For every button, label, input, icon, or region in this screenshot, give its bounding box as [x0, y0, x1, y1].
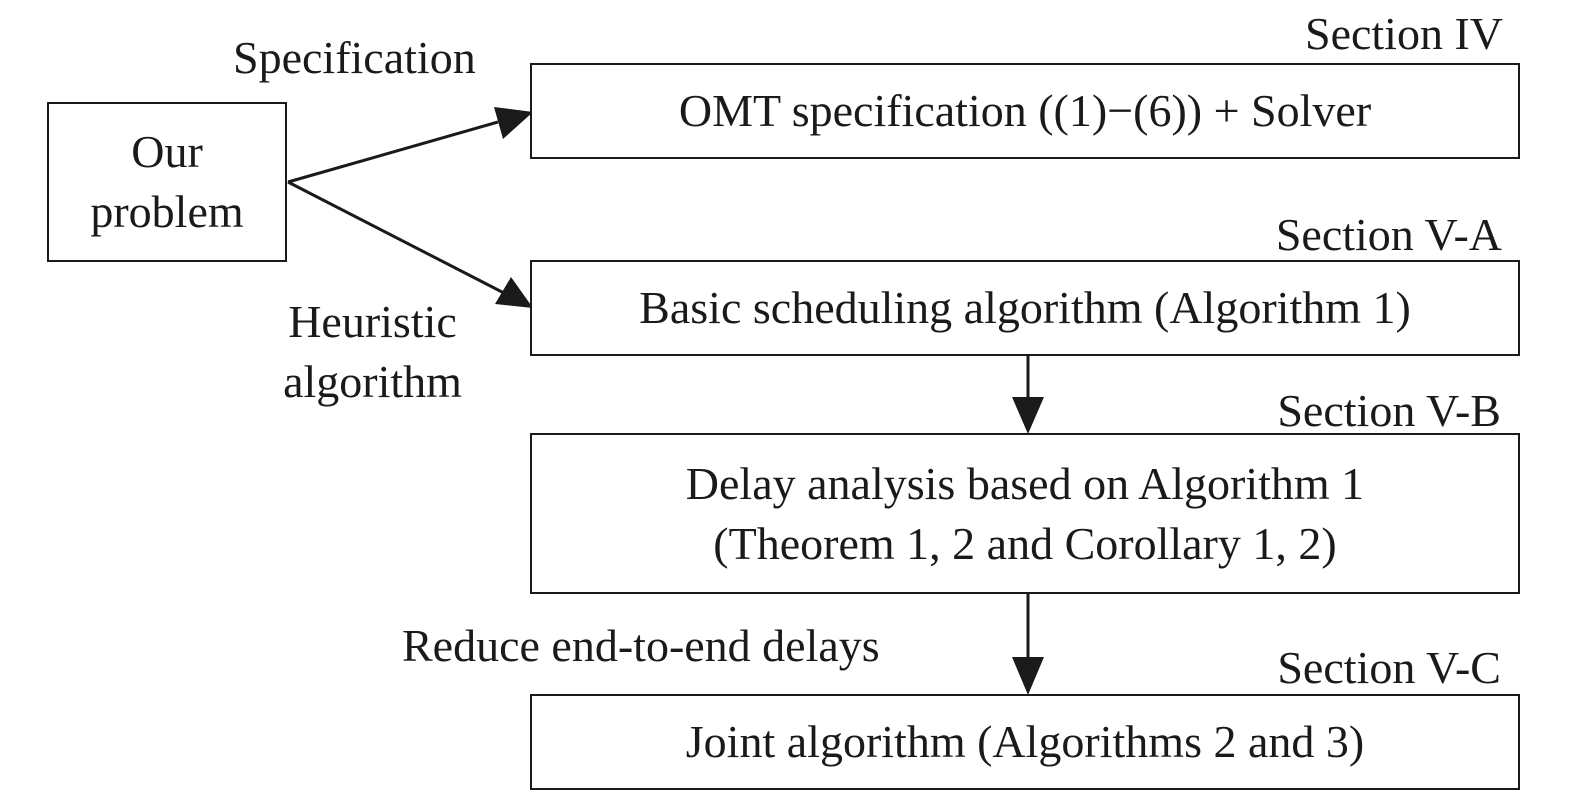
- arrowhead-to-delay: [1012, 397, 1044, 434]
- section-label-v-a: Section V-A: [1275, 209, 1502, 260]
- section-label-v-b: Section V-B: [1277, 385, 1501, 436]
- label-heuristic-line-2: algorithm: [283, 355, 462, 407]
- label-specification: Specification: [233, 32, 476, 83]
- node-delay-analysis-line-1: Delay analysis based on Algorithm 1: [685, 457, 1365, 509]
- arrow-to-omt: [287, 120, 499, 184]
- node-joint-algorithm: Joint algorithm (Algorithms 2 and 3): [530, 694, 1520, 790]
- node-delay-analysis: Delay analysis based on Algorithm 1 (The…: [530, 433, 1520, 594]
- arrowhead-to-joint: [1012, 657, 1044, 695]
- node-omt-specification: OMT specification ((1)−(6)) + Solver: [530, 63, 1520, 159]
- section-label-v-c: Section V-C: [1277, 642, 1501, 693]
- node-basic-scheduling-text: Basic scheduling algorithm (Algorithm 1): [639, 282, 1411, 334]
- label-reduce-delays: Reduce end-to-end delays: [402, 620, 880, 671]
- node-omt-specification-text: OMT specification ((1)−(6)) + Solver: [678, 85, 1372, 137]
- node-joint-algorithm-text: Joint algorithm (Algorithms 2 and 3): [685, 716, 1365, 768]
- node-our-problem-line-1: Our: [131, 126, 203, 178]
- section-label-iv: Section IV: [1304, 8, 1503, 59]
- label-heuristic-algorithm: Heuristic algorithm: [270, 292, 475, 412]
- arrow-to-basic: [287, 180, 505, 295]
- node-our-problem-line-2: problem: [90, 186, 244, 237]
- arrowhead-to-basic: [495, 277, 533, 308]
- node-our-problem: Our problem: [47, 102, 287, 262]
- label-heuristic-line-1: Heuristic: [288, 296, 457, 347]
- node-basic-scheduling: Basic scheduling algorithm (Algorithm 1): [530, 260, 1520, 356]
- node-delay-analysis-line-2: (Theorem 1, 2 and Corollary 1, 2): [713, 517, 1337, 569]
- arrowhead-to-omt: [494, 107, 533, 139]
